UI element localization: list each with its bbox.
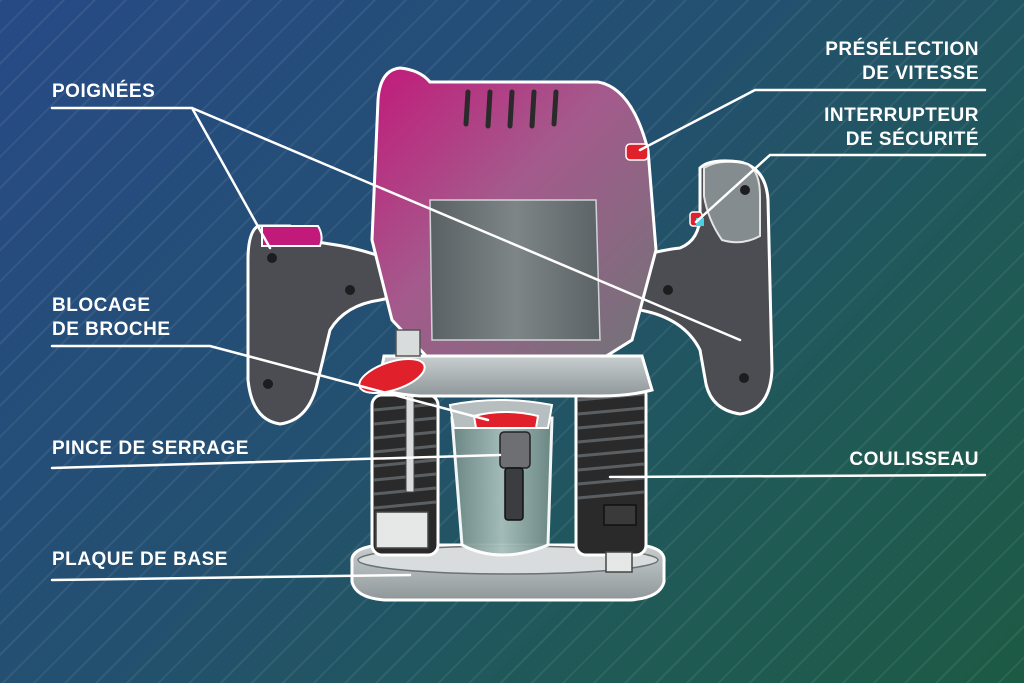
collet-housing (450, 416, 554, 557)
leader-lines (50, 88, 987, 582)
label-blocage-line2: DE BROCHE (52, 319, 171, 340)
label-interrupteur-securite: INTERRUPTEUR DE SÉCURITÉ (824, 104, 979, 152)
label-plaque-base: PLAQUE DE BASE (52, 549, 228, 570)
label-preselection-vitesse: PRÉSÉLECTION DE VITESSE (825, 38, 979, 86)
leader-preselection (638, 88, 987, 152)
label-preselection-line2: DE VITESSE (862, 63, 979, 84)
label-pince-serrage: PINCE DE SERRAGE (52, 438, 249, 459)
spindle-lock (472, 411, 540, 429)
left-handle (246, 224, 400, 426)
right-handle (609, 159, 774, 416)
label-preselection-line1: PRÉSÉLECTION (825, 39, 979, 60)
motor-housing (370, 66, 704, 362)
leader-interrupteur (694, 153, 987, 224)
label-coulisseau: COULISSEAU (849, 449, 979, 470)
leader-plaque (50, 573, 412, 582)
leader-coulisseau (608, 473, 987, 479)
leader-poignees (50, 106, 742, 342)
label-interrupteur-line2: DE SÉCURITÉ (845, 129, 979, 150)
label-interrupteur-line1: INTERRUPTEUR (824, 105, 979, 126)
label-blocage-line1: BLOCAGE (52, 295, 151, 316)
leader-blocage (50, 344, 490, 422)
label-poignees: POIGNÉES (52, 81, 156, 102)
leader-pince (50, 453, 502, 470)
label-blocage-broche: BLOCAGE DE BROCHE (52, 294, 171, 342)
